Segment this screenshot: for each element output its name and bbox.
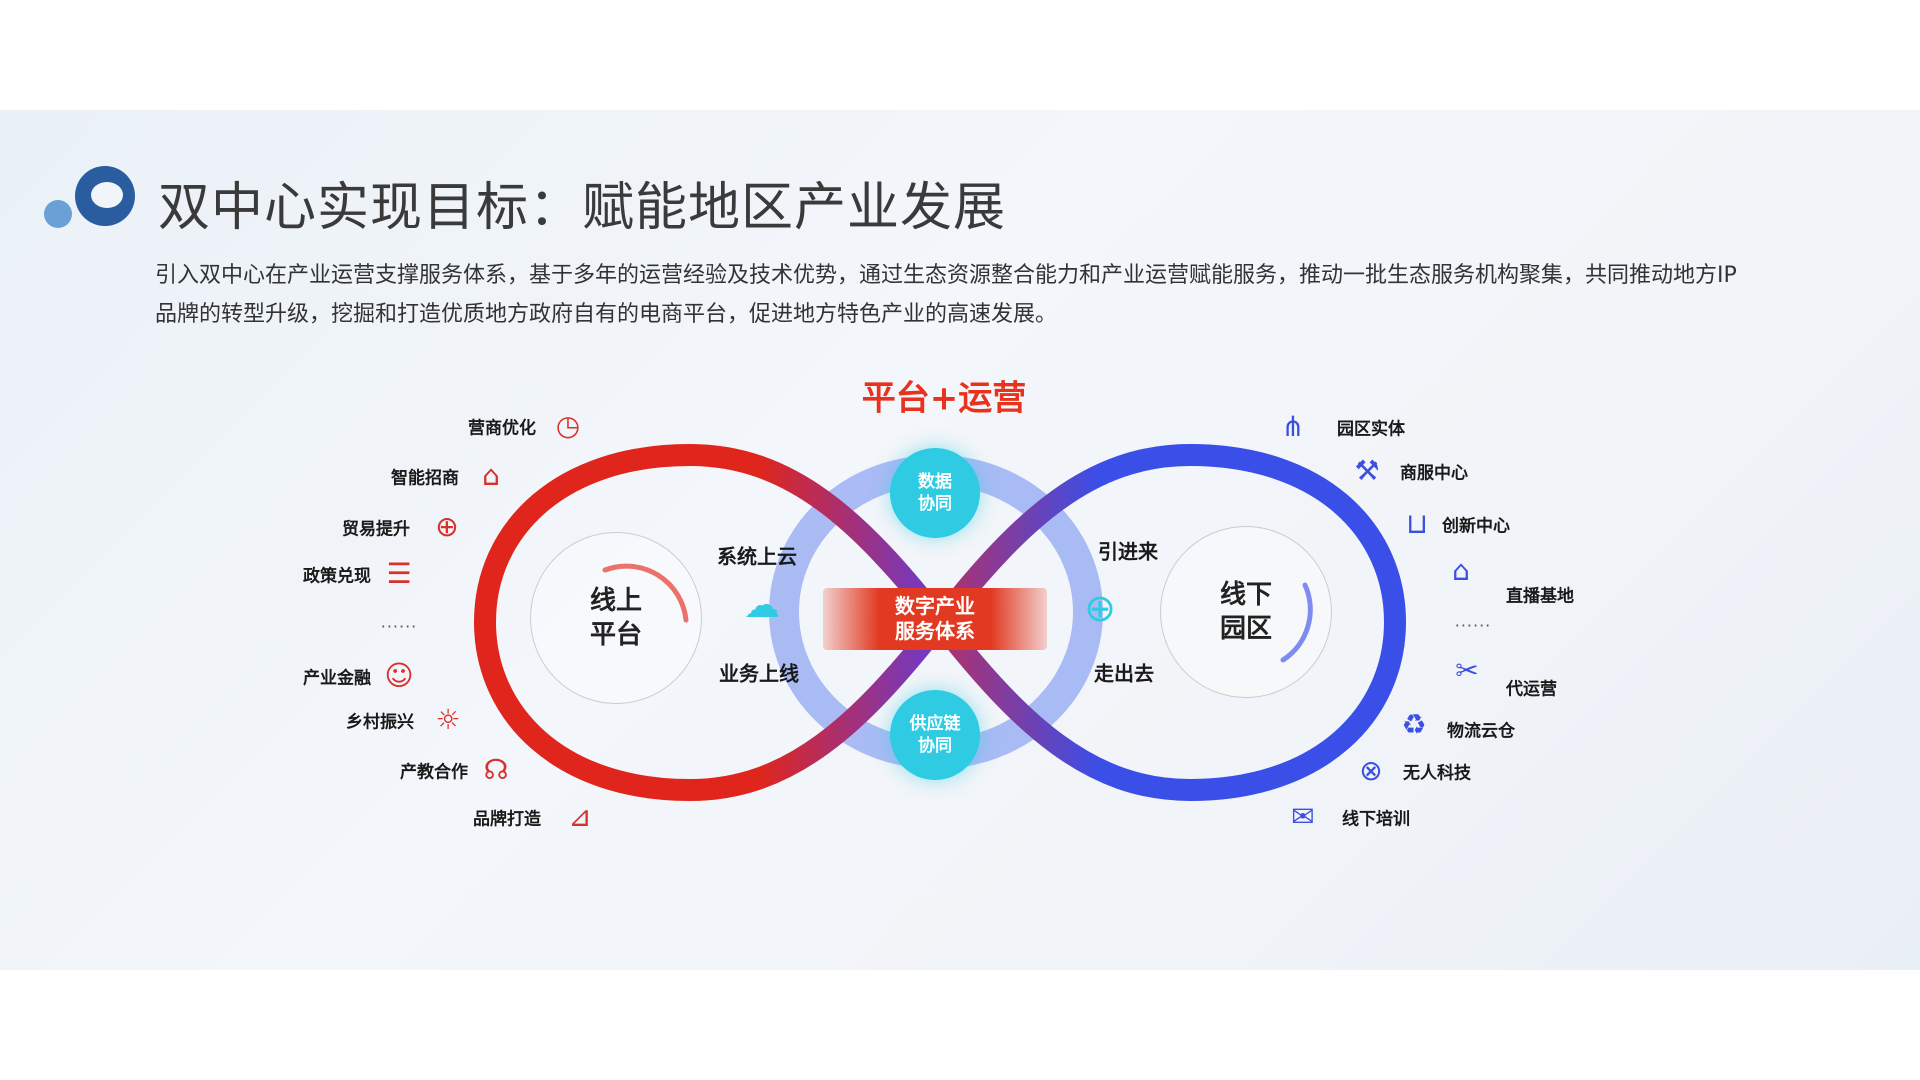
tools-icon: ✂ (1455, 654, 1479, 687)
right-item-label: 商服中心 (1400, 463, 1468, 484)
left-loop (473, 443, 951, 802)
online-platform-circle: 线上 平台 (530, 532, 702, 704)
core-service-box: 数字产业 服务体系 (823, 588, 1047, 650)
core-line1: 数字产业 (895, 594, 975, 618)
label-system-cloud: 系统上云 (717, 544, 797, 569)
people-cycle-icon: ♻ (1401, 708, 1427, 741)
data-collab-line2: 协同 (918, 494, 952, 514)
pumpjack-icon: ⚒ (1354, 454, 1380, 487)
shopping-bags-icon: ⌂ (1452, 554, 1470, 587)
lightbulb-icon: ☼ (435, 703, 461, 736)
offline-park-line1: 线下 (1219, 580, 1272, 610)
right-item-label: 物流云仓 (1447, 721, 1515, 742)
intro-paragraph: 引入双中心在产业运营支撑服务体系，基于多年的运营经验及技术优势，通过生态资源整合… (155, 263, 1737, 327)
right-item-label: 线下培训 (1342, 809, 1410, 830)
left-item-label: 产业金融 (303, 668, 371, 689)
user-circle-icon: ☺ (384, 659, 414, 692)
cloud-icon: ☁ (744, 585, 780, 626)
core-line2: 服务体系 (895, 619, 975, 643)
supply-chain-line2: 协同 (918, 736, 952, 756)
slide-background (0, 110, 1920, 970)
chart-board-icon: ⊿ (568, 800, 592, 833)
headset-user-icon: ☊ (483, 753, 509, 786)
right-item-label: 创新中心 (1442, 516, 1510, 537)
left-item-label: 营商优化 (468, 418, 536, 439)
online-platform-line2: 平台 (589, 620, 642, 650)
right-item-label: 无人科技 (1403, 763, 1471, 784)
right-ellipsis: ...... (1454, 611, 1492, 631)
label-business-online: 业务上线 (719, 661, 799, 686)
globe-icon: ⊕ (1084, 586, 1116, 630)
right-item-label: 代运营 (1506, 679, 1557, 700)
data-collab-line1: 数据 (918, 472, 952, 492)
network-icon: ⊗ (1359, 754, 1383, 787)
left-item-label: 政策兑现 (303, 566, 371, 587)
label-bring-in: 引进来 (1098, 539, 1158, 564)
right-item-label: 园区实体 (1337, 419, 1405, 440)
left-item-label: 贸易提升 (342, 519, 410, 540)
right-loop (929, 443, 1407, 802)
online-platform-line1: 线上 (589, 586, 642, 616)
left-item-label: 乡村振兴 (346, 712, 414, 733)
right-item-label: 直播基地 (1506, 586, 1574, 607)
left-item-label: 产教合作 (400, 762, 468, 783)
label-go-out: 走出去 (1094, 661, 1154, 686)
left-ellipsis: ...... (380, 612, 418, 632)
bag-icon: ⊔ (1406, 507, 1428, 540)
supply-chain-line1: 供应链 (909, 714, 961, 734)
supply-chain-bubble: 供应链 协同 (890, 690, 980, 780)
data-collab-bubble: 数据 协同 (890, 448, 980, 538)
hierarchy-icon: ⋔ (1281, 410, 1305, 443)
diagram-subtitle: 平台+运营 (861, 378, 1027, 419)
chat-list-icon: ☰ (386, 557, 412, 590)
bank-icon: ⌂ (482, 459, 500, 492)
left-item-label: 智能招商 (391, 468, 459, 489)
logo-rings-icon (44, 166, 135, 228)
offline-park-line2: 园区 (1219, 614, 1272, 644)
clock-icon: ◷ (555, 409, 581, 442)
globe-icon: ⊕ (435, 510, 459, 543)
chat-bubbles-icon: ✉ (1291, 800, 1315, 833)
left-item-label: 品牌打造 (473, 809, 541, 830)
page-title: 双中心实现目标：赋能地区产业发展 (158, 178, 1007, 238)
offline-park-circle: 线下 园区 (1160, 526, 1332, 698)
